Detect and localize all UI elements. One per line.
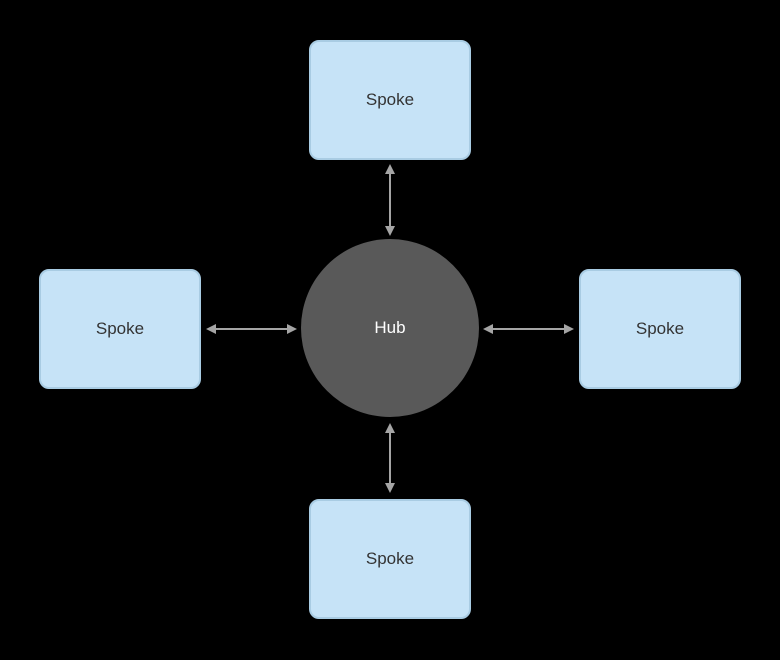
node-hub-label: Hub <box>374 318 406 337</box>
node-hub[interactable]: Hub <box>301 239 479 417</box>
node-spoke-bottom[interactable]: Spoke <box>309 499 471 619</box>
node-spoke-right-label: Spoke <box>635 319 685 338</box>
node-spoke-right[interactable]: Spoke <box>579 269 741 389</box>
node-spoke-top-label: Spoke <box>365 90 415 109</box>
node-spoke-left[interactable]: Spoke <box>39 269 201 389</box>
node-spoke-top[interactable]: Spoke <box>309 40 471 160</box>
node-spoke-bottom-label: Spoke <box>365 549 415 568</box>
node-spoke-left-label: Spoke <box>95 319 145 338</box>
